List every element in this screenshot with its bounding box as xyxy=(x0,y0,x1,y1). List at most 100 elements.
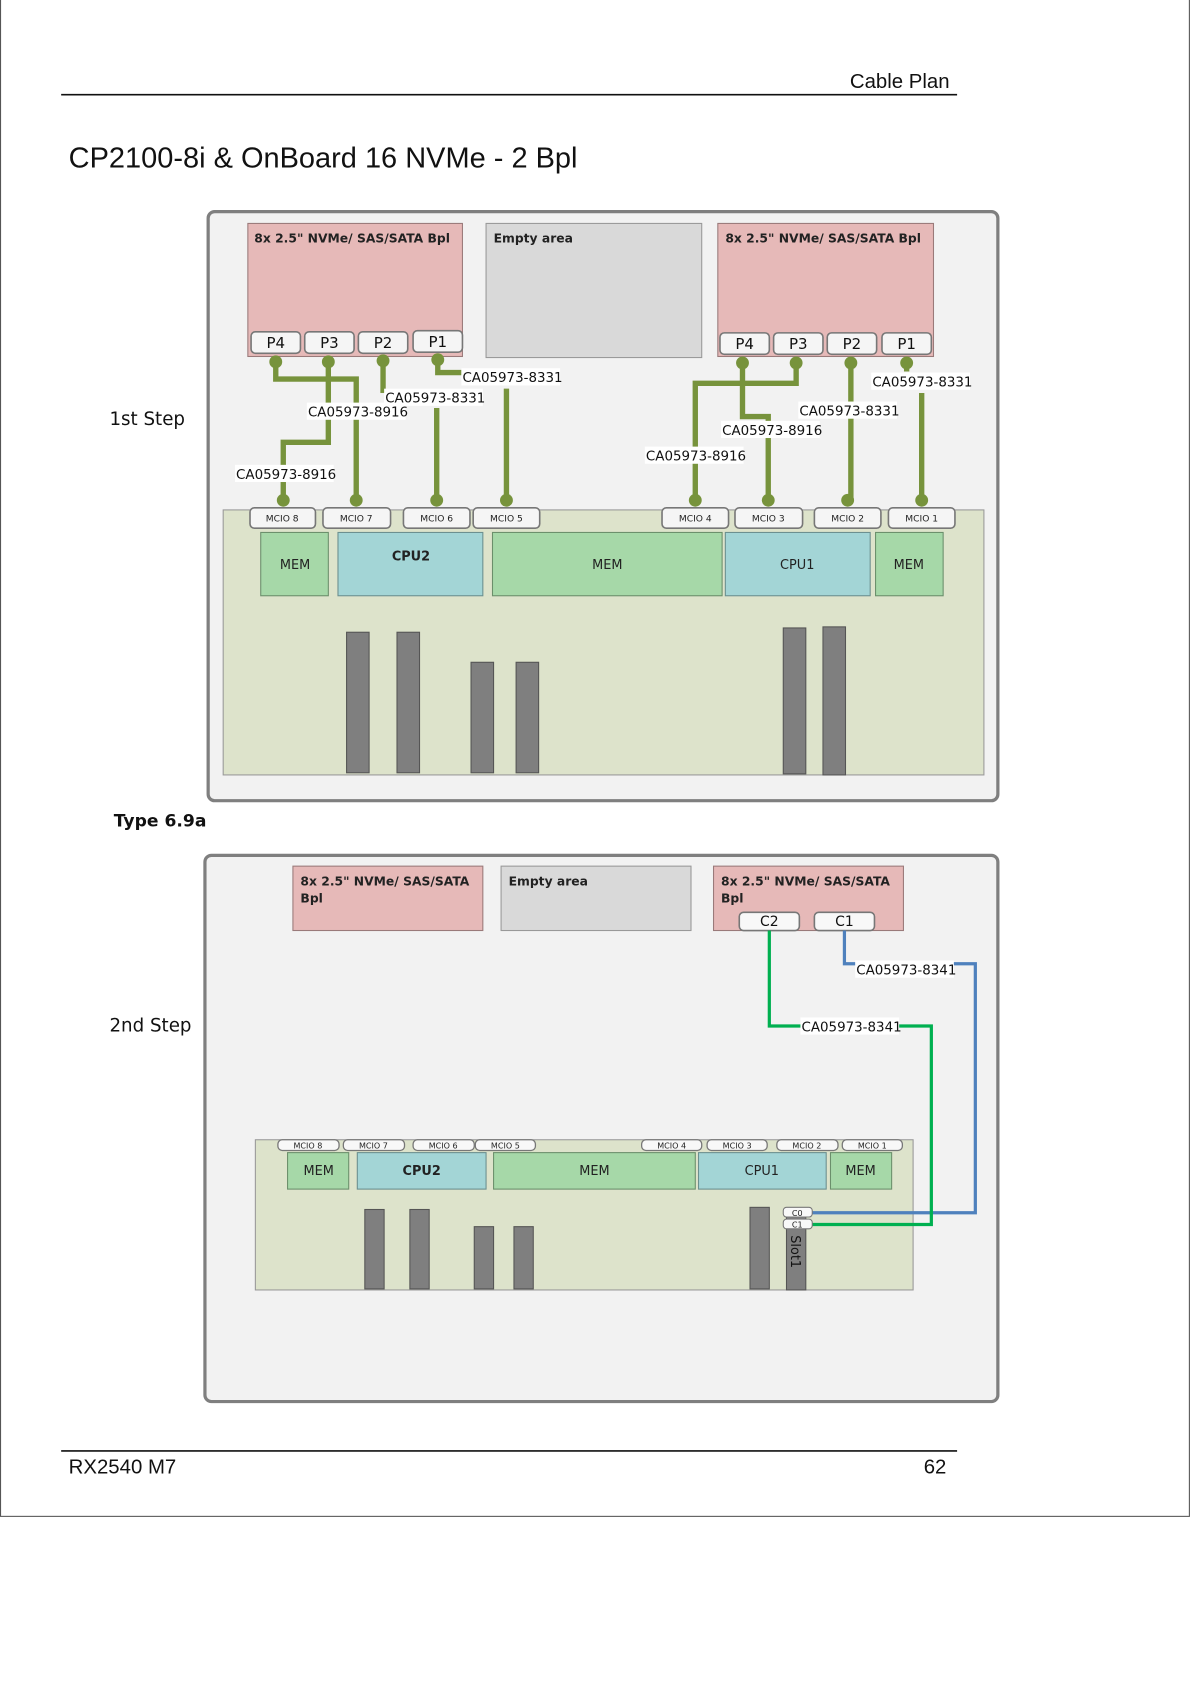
svg-text:MCIO 1: MCIO 1 xyxy=(858,1141,887,1150)
step1-cable-labels: CA05973-8916 CA05973-8916 CA05973-8331 C… xyxy=(234,368,972,483)
svg-text:CPU2: CPU2 xyxy=(403,1164,441,1179)
step2-empty-area: Empty area xyxy=(500,865,692,932)
pcie-slot xyxy=(515,661,540,774)
pcie-slot xyxy=(409,1208,430,1290)
mcio-3[interactable]: MCIO 3 xyxy=(734,506,804,529)
svg-text:MCIO 7: MCIO 7 xyxy=(359,1141,388,1150)
svg-text:MCIO 6: MCIO 6 xyxy=(420,515,453,525)
port-c1[interactable]: C1 xyxy=(813,911,876,932)
backplane-title: 8x 2.5" NVMe/ SAS/SATA Bpl xyxy=(254,232,450,246)
svg-text:MCIO 2: MCIO 2 xyxy=(831,515,864,525)
svg-text:C1: C1 xyxy=(792,1221,803,1230)
port-p3[interactable]: P3 xyxy=(303,330,355,355)
port-p2[interactable]: P2 xyxy=(826,332,878,356)
svg-text:CPU2: CPU2 xyxy=(392,549,430,564)
step1-cable-ends xyxy=(269,353,929,507)
cable-label-blue: CA05973-8341 xyxy=(856,964,956,979)
pcie-slot xyxy=(513,1226,534,1290)
mcio-4[interactable]: MCIO 4 xyxy=(640,1139,703,1152)
svg-text:MCIO 2: MCIO 2 xyxy=(792,1141,821,1150)
backplane-title-line2: Bpl xyxy=(300,892,322,906)
cable-label: CA05973-8331 xyxy=(385,392,485,407)
step1-motherboard: MEM CPU2 MEM CPU1 MEM xyxy=(222,509,985,776)
svg-text:P4: P4 xyxy=(735,335,754,353)
backplane-title: 8x 2.5" NVMe/ SAS/SATA Bpl xyxy=(725,232,921,246)
mcio-6[interactable]: MCIO 6 xyxy=(412,1139,475,1152)
svg-text:MCIO 1: MCIO 1 xyxy=(905,515,938,525)
mcio-1[interactable]: MCIO 1 xyxy=(887,506,956,529)
pcie-slot xyxy=(473,1226,495,1290)
svg-text:MCIO 8: MCIO 8 xyxy=(293,1141,322,1150)
cable-right-p3-mcio4 xyxy=(692,362,799,501)
pcie-slot xyxy=(364,1208,385,1290)
slot1[interactable]: Slot1 xyxy=(785,1212,807,1291)
step2-motherboard: MEM CPU2 MEM CPU1 MEM Slot1 xyxy=(254,1139,914,1291)
svg-text:MCIO 8: MCIO 8 xyxy=(266,515,299,525)
cable-left-p4-mcio7 xyxy=(273,361,359,501)
svg-text:P1: P1 xyxy=(428,333,447,351)
svg-text:MEM: MEM xyxy=(304,1164,334,1179)
svg-text:MEM: MEM xyxy=(894,558,924,573)
cpu1-block: CPU1 xyxy=(697,1152,827,1190)
port-p3[interactable]: P3 xyxy=(772,332,824,356)
port-p1[interactable]: P1 xyxy=(881,332,933,356)
mcio-5[interactable]: MCIO 5 xyxy=(474,1139,537,1152)
pcie-slot xyxy=(470,661,495,774)
mcio-1[interactable]: MCIO 1 xyxy=(841,1139,904,1152)
svg-text:MEM: MEM xyxy=(579,1164,609,1179)
cable-label-green: CA05973-8341 xyxy=(802,1020,902,1035)
svg-text:MCIO 4: MCIO 4 xyxy=(679,515,712,525)
step2-label: 2nd Step xyxy=(109,1015,191,1036)
port-p1[interactable]: P1 xyxy=(412,329,464,353)
cable-right-p4-mcio3 xyxy=(739,362,771,501)
port-p4[interactable]: P4 xyxy=(719,332,771,356)
mcio-7[interactable]: MCIO 7 xyxy=(322,506,392,529)
type-label: Type 6.9a xyxy=(114,811,207,831)
step1-label: 1st Step xyxy=(109,409,185,430)
footer-page-number: 62 xyxy=(924,1456,947,1478)
mcio-7[interactable]: MCIO 7 xyxy=(342,1139,406,1152)
svg-text:MEM: MEM xyxy=(845,1164,875,1179)
controller-port-c1[interactable]: C1 xyxy=(782,1218,813,1230)
svg-text:MCIO 3: MCIO 3 xyxy=(723,1141,752,1150)
mcio-2[interactable]: MCIO 2 xyxy=(776,1139,839,1152)
mcio-8[interactable]: MCIO 8 xyxy=(249,506,317,529)
step2-frame xyxy=(203,853,1000,1404)
pcie-slot xyxy=(782,627,807,775)
mcio-5[interactable]: MCIO 5 xyxy=(472,506,541,529)
backplane-title-line1: 8x 2.5" NVMe/ SAS/SATA xyxy=(721,874,890,888)
svg-text:P2: P2 xyxy=(843,335,862,353)
mcio-4[interactable]: MCIO 4 xyxy=(661,506,730,529)
controller-port-c0[interactable]: C0 xyxy=(782,1206,813,1218)
svg-text:MEM: MEM xyxy=(592,558,622,573)
empty-area-label: Empty area xyxy=(509,874,588,888)
port-p4[interactable]: P4 xyxy=(250,330,302,355)
cpu2-block: CPU2 xyxy=(337,531,484,597)
svg-text:MEM: MEM xyxy=(280,558,310,573)
mem-block: MEM xyxy=(260,531,329,597)
pcie-slot xyxy=(396,631,421,774)
port-p2[interactable]: P2 xyxy=(357,330,409,355)
cpu1-block: CPU1 xyxy=(724,531,871,597)
svg-text:P3: P3 xyxy=(320,334,339,352)
step2-diagram: 8x 2.5" NVMe/ SAS/SATA Bpl Empty area 8x… xyxy=(203,853,1000,1404)
mcio-8[interactable]: MCIO 8 xyxy=(277,1139,340,1152)
pcie-slot xyxy=(749,1206,770,1290)
svg-text:CPU1: CPU1 xyxy=(780,558,814,573)
svg-text:P4: P4 xyxy=(266,334,285,352)
mcio-3[interactable]: MCIO 3 xyxy=(706,1139,768,1152)
step2-cables xyxy=(767,930,977,1227)
step1-mcio-row: MCIO 8 MCIO 7 MCIO 6 MCIO 5 MCIO 4 MCIO … xyxy=(249,506,956,529)
mem-block: MEM xyxy=(493,1152,696,1190)
slot1-label: Slot1 xyxy=(787,1235,802,1268)
mcio-2[interactable]: MCIO 2 xyxy=(813,506,882,529)
backplane-title-line2: Bpl xyxy=(721,892,743,906)
mcio-6[interactable]: MCIO 6 xyxy=(402,506,471,529)
svg-text:C1: C1 xyxy=(835,914,854,930)
port-c2[interactable]: C2 xyxy=(738,911,801,932)
step2-backplane-right: 8x 2.5" NVMe/ SAS/SATA Bpl C2 C1 xyxy=(712,865,904,932)
svg-text:MCIO 5: MCIO 5 xyxy=(491,1141,520,1150)
mem-block: MEM xyxy=(287,1152,350,1190)
